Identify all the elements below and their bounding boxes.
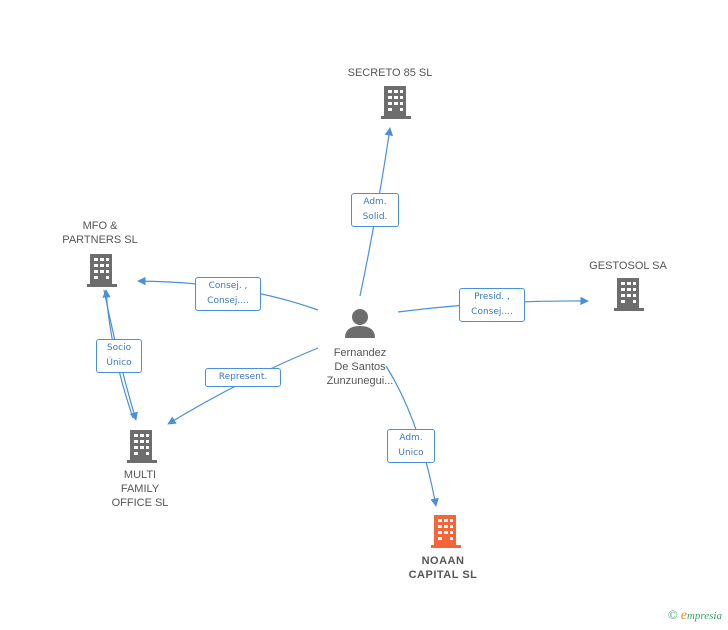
- person-icon[interactable]: [345, 309, 375, 338]
- brand-name: mpresia: [686, 610, 722, 622]
- building-icon[interactable]: [87, 254, 117, 287]
- building-icon[interactable]: [614, 278, 644, 311]
- node-label-gestosol[interactable]: GESTOSOL SA: [589, 260, 667, 272]
- building-icon[interactable]: [431, 515, 461, 548]
- node-label-person[interactable]: Fernandez De Santos Zunzunegui...: [326, 347, 394, 387]
- node-label-multi[interactable]: MULTI FAMILY OFFICE SL: [111, 469, 169, 509]
- building-icon[interactable]: [381, 86, 411, 119]
- edge-label-multi: Represent.: [205, 368, 281, 387]
- edge-label-mfo: Consej. , Consej....: [195, 277, 261, 311]
- edge-label-socio: Socio Único: [96, 339, 142, 373]
- edge-label-secreto: Adm. Solid.: [351, 193, 399, 227]
- node-label-secreto[interactable]: SECRETO 85 SL: [347, 67, 433, 79]
- copyright-brand: ©empresia: [668, 607, 722, 624]
- building-icon[interactable]: [127, 430, 157, 463]
- edge-to-noaan: [385, 365, 439, 507]
- edge-label-gestosol: Presid. , Consej....: [459, 288, 525, 322]
- brand-initial: e: [680, 608, 687, 623]
- node-label-noaan[interactable]: NOAAN CAPITAL SL: [408, 555, 478, 581]
- node-label-mfo[interactable]: MFO & PARTNERS SL: [62, 220, 138, 246]
- edge-label-noaan: Adm. Unico: [387, 429, 435, 463]
- copyright-symbol: ©: [667, 607, 678, 622]
